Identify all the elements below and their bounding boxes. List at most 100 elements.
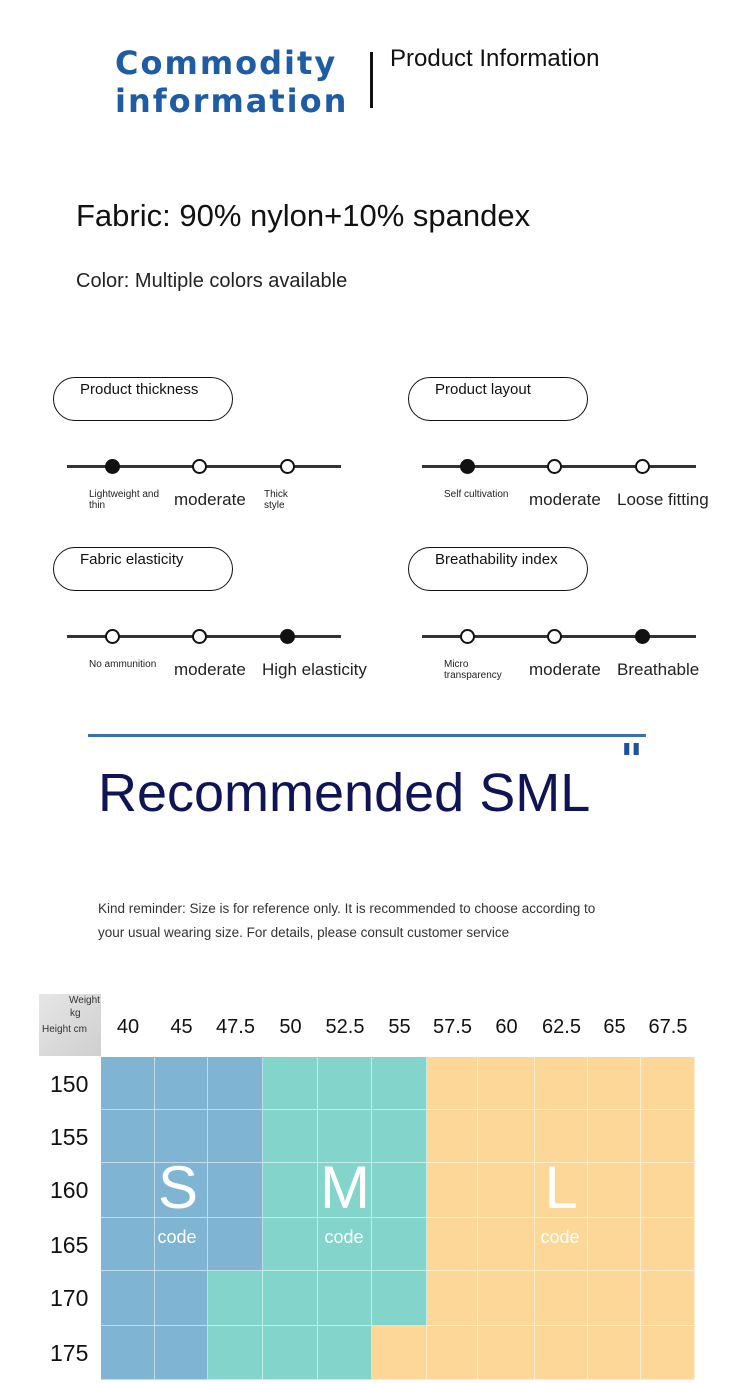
- scale-dot-selected: [105, 459, 120, 474]
- weight-label: 67.5: [648, 1016, 688, 1038]
- quote-icon: ": [620, 735, 643, 786]
- height-label: 150: [50, 1071, 89, 1097]
- scale-option-label: Lightweight and thin: [89, 489, 160, 511]
- weight-label: 55: [388, 1016, 411, 1038]
- height-label: 170: [50, 1285, 89, 1311]
- scale-option-label: Thick style: [264, 489, 288, 511]
- recommended-title: Recommended SML: [98, 763, 591, 823]
- size-cell-S: [101, 1326, 155, 1380]
- size-cell-L: [478, 1271, 535, 1326]
- size-code-label: code: [540, 1227, 580, 1247]
- size-cell-S: [208, 1218, 263, 1271]
- scale-dot-empty: [192, 629, 207, 644]
- size-cell-L: [641, 1271, 695, 1326]
- size-cell-S: [101, 1218, 155, 1271]
- size-cell-L: [588, 1326, 641, 1380]
- size-cell-S: [208, 1110, 263, 1163]
- size-cell-L: [588, 1110, 641, 1163]
- weight-label: 40: [116, 1016, 140, 1038]
- scale-dot-empty: [547, 459, 562, 474]
- size-cell-M: [263, 1218, 318, 1271]
- size-cell-L: [535, 1271, 588, 1326]
- size-cell-M: [372, 1057, 427, 1110]
- height-label: 165: [50, 1232, 89, 1258]
- size-cell-S: [155, 1218, 208, 1271]
- size-letter-S: S: [157, 1154, 199, 1221]
- fabric-text: Fabric: 90% nylon+10% spandex: [76, 198, 531, 233]
- corner-kg: kg: [70, 1008, 81, 1019]
- size-cell-M: [318, 1110, 372, 1163]
- corner-weight: Weight: [69, 995, 100, 1006]
- size-cell-L: [588, 1218, 641, 1271]
- weight-label: 62.5: [542, 1016, 581, 1038]
- title-line2: information: [115, 82, 349, 120]
- scale-dot-empty: [635, 459, 650, 474]
- reminder-line2: your usual wearing size. For details, pl…: [98, 925, 510, 940]
- scale-option-label: Micro transparency: [444, 659, 502, 681]
- size-cell-L: [478, 1163, 535, 1218]
- reminder-line1: Kind reminder: Size is for reference onl…: [98, 901, 596, 916]
- size-cell-L: [427, 1163, 478, 1218]
- product-info-subtitle: Product Information: [390, 45, 600, 72]
- scale-dot-empty: [547, 629, 562, 644]
- scale-option-label: No ammunition: [89, 659, 157, 670]
- size-cell-L: [427, 1218, 478, 1271]
- size-cell-L: [535, 1163, 588, 1218]
- size-cell-L: [641, 1326, 695, 1380]
- size-cell-S: [101, 1163, 155, 1218]
- size-cell-M: [372, 1218, 427, 1271]
- divider: [370, 52, 373, 108]
- color-text: Color: Multiple colors available: [76, 270, 348, 292]
- size-cell-L: [535, 1326, 588, 1380]
- title-line1: Commodity: [115, 44, 338, 82]
- scale-option-label: Self cultivation: [444, 489, 509, 500]
- size-cell-L: [588, 1057, 641, 1110]
- size-cell-M: [263, 1163, 318, 1218]
- size-cell-S: [155, 1057, 208, 1110]
- weight-label: 45: [170, 1016, 193, 1038]
- scale-dot-empty: [105, 629, 120, 644]
- size-letter-L: L: [544, 1154, 578, 1221]
- scale-option-label: moderate: [174, 660, 246, 679]
- size-cell-L: [427, 1271, 478, 1326]
- attribute-pill: Product layout: [408, 377, 588, 421]
- scale-dot-selected: [280, 629, 295, 644]
- scale-dot-empty: [280, 459, 295, 474]
- size-code-label: code: [157, 1227, 197, 1247]
- section-divider: [88, 734, 646, 737]
- size-cell-S: [155, 1271, 208, 1326]
- size-cell-M: [318, 1057, 372, 1110]
- scale-dot-selected: [460, 459, 475, 474]
- size-code-label: code: [324, 1227, 364, 1247]
- size-cell-S: [155, 1326, 208, 1380]
- size-cell-S: [101, 1110, 155, 1163]
- height-label: 155: [50, 1124, 89, 1150]
- size-cell-M: [318, 1326, 372, 1380]
- attribute-pill: Fabric elasticity: [53, 547, 233, 591]
- size-cell-L: [427, 1057, 478, 1110]
- size-cell-M: [318, 1218, 372, 1271]
- corner-height: Height cm: [42, 1024, 88, 1035]
- size-chart-corner: Weight kg Height cm: [39, 994, 101, 1056]
- height-label: 175: [50, 1340, 89, 1366]
- size-cell-L: [427, 1326, 478, 1380]
- size-cell-M: [263, 1326, 318, 1380]
- weight-label: 47.5: [216, 1016, 255, 1038]
- size-cell-L: [478, 1326, 535, 1380]
- size-cell-S: [208, 1057, 263, 1110]
- size-cell-L: [588, 1163, 641, 1218]
- weight-label: 65: [603, 1016, 626, 1038]
- attribute-pill: Product thickness: [53, 377, 233, 421]
- size-cell-L: [372, 1326, 427, 1380]
- scale-option-label: moderate: [529, 490, 601, 509]
- weight-label: 60: [495, 1016, 518, 1038]
- size-cell-L: [641, 1110, 695, 1163]
- size-cell-M: [208, 1326, 263, 1380]
- weight-label: 52.5: [325, 1016, 365, 1038]
- size-cell-L: [641, 1057, 695, 1110]
- size-cell-M: [318, 1163, 372, 1218]
- size-cell-M: [372, 1271, 427, 1326]
- size-cell-M: [208, 1271, 263, 1326]
